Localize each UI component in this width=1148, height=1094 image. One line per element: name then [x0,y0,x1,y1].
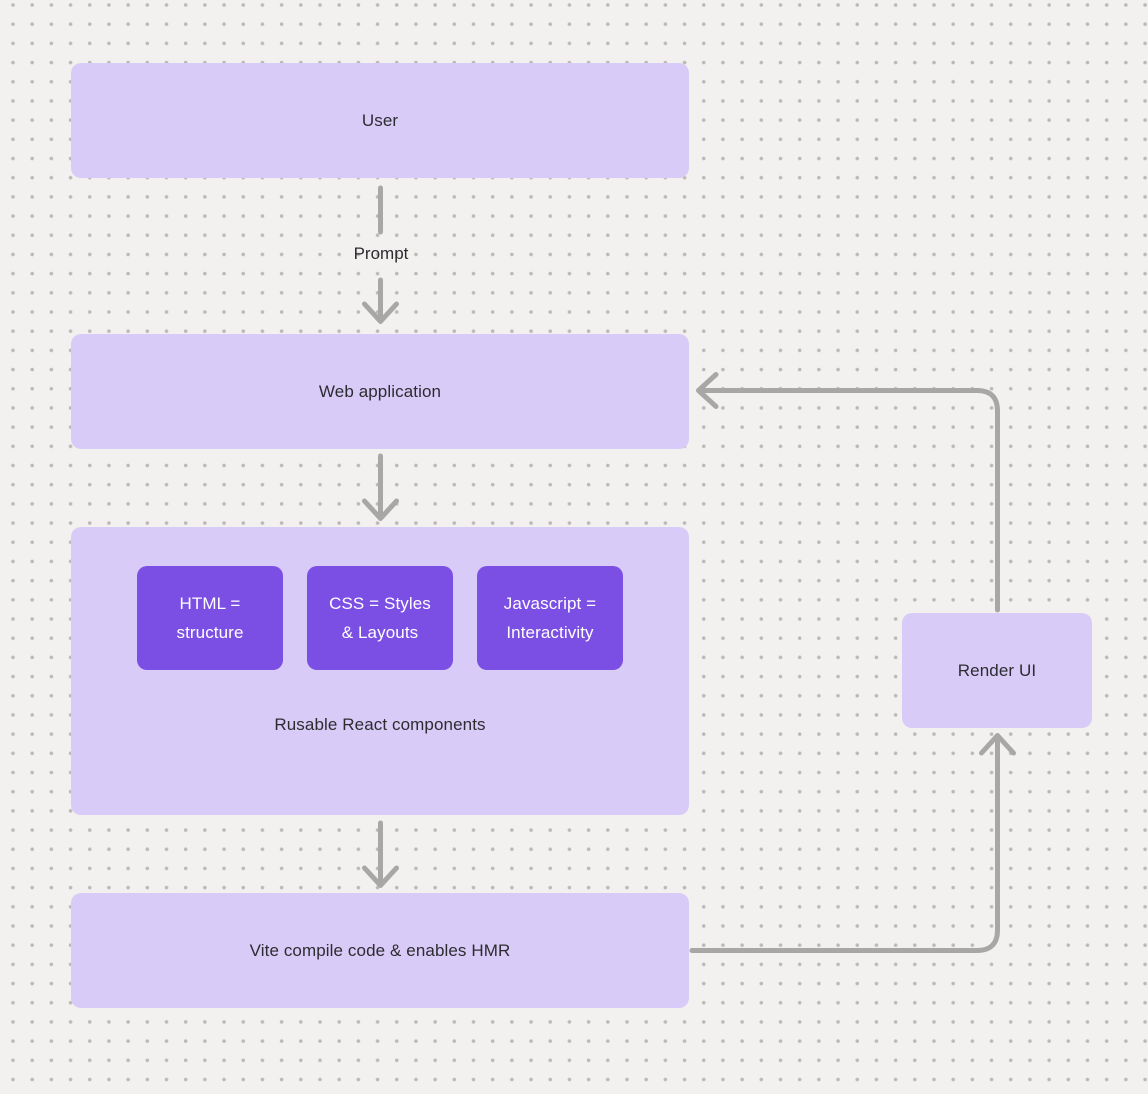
chip-javascript-line1: Javascript = [503,594,597,613]
arrowhead-left-icon [696,372,719,409]
chip-html: HTML = structure [137,566,283,670]
arrowhead-up-icon [979,733,1016,756]
node-web-application-label: Web application [318,381,442,401]
chip-javascript: Javascript = Interactivity [477,566,623,670]
chip-css-line1: CSS = Styles [329,594,431,613]
edge-label-prompt: Prompt [353,244,409,263]
edge-renderui-to-webapp [696,372,1000,613]
edge-vite-to-renderui [689,733,1016,953]
arrowhead-down-icon [362,301,399,324]
arrowhead-down-icon [362,498,399,521]
node-vite-label: Vite compile code & enables HMR [249,940,511,960]
edge-webapp-to-components [362,453,399,521]
node-user: User [71,63,689,178]
node-web-application: Web application [71,334,689,449]
edge-components-to-vite [362,820,399,888]
chip-html-line1: HTML = [179,594,241,613]
node-render-ui: Render UI [902,613,1092,728]
node-vite: Vite compile code & enables HMR [71,893,689,1008]
node-user-label: User [361,110,399,130]
chip-javascript-line2: Interactivity [506,623,594,642]
arrowhead-down-icon [362,865,399,888]
chip-css: CSS = Styles & Layouts [307,566,453,670]
chip-row: HTML = structure CSS = Styles & Layouts … [137,566,623,670]
components-group-caption: Rusable React components [274,715,486,734]
chip-html-line2: structure [176,623,244,642]
node-render-ui-label: Render UI [957,660,1037,680]
chip-css-line2: & Layouts [341,623,419,642]
node-components-group: HTML = structure CSS = Styles & Layouts … [71,527,689,815]
